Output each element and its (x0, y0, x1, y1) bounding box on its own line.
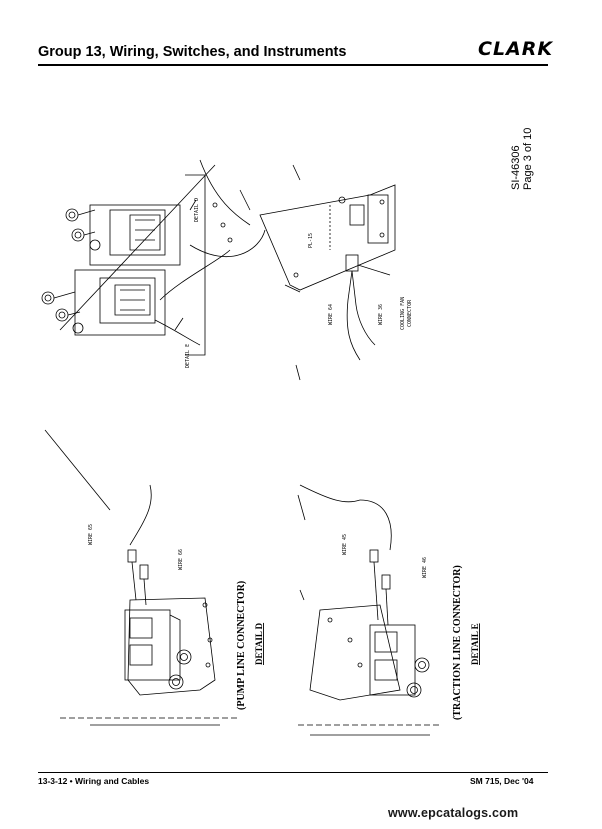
caption-traction-line: (TRACTION LINE CONNECTOR) (452, 565, 463, 720)
label-cooling-fan: COOLING FAN (400, 297, 406, 330)
contactor-assembly-top (41, 159, 266, 356)
caption-pump-line: (PUMP LINE CONNECTOR) (236, 581, 247, 710)
label-pl-15: PL-15 (308, 233, 314, 248)
cooling-fan-bracket (212, 164, 396, 381)
footer-manual-id: SM 715, Dec '04 (470, 776, 534, 786)
label-wire-64: WIRE 64 (328, 304, 334, 325)
page-title: Group 13, Wiring, Switches, and Instrume… (38, 44, 347, 60)
label-connector: CONNECTOR (407, 299, 413, 327)
caption-detail-d: DETAIL D (254, 622, 264, 665)
label-wire-46: WIRE 46 (422, 557, 428, 578)
footer-section: 13-3-12 • Wiring and Cables (38, 776, 150, 786)
label-wire-65: WIRE 65 (88, 524, 94, 545)
footer-rule (38, 772, 548, 773)
traction-line-connector (297, 484, 440, 736)
label-detail-e-top: DETAIL E (185, 344, 191, 368)
watermark-link[interactable]: www.epcatalogs.com (388, 806, 519, 820)
label-wire-45: WIRE 45 (342, 534, 348, 555)
header-rule (38, 64, 548, 66)
clark-logo: CLARK (478, 38, 554, 60)
label-wire-66: WIRE 66 (178, 549, 184, 570)
caption-detail-e: DETAIL E (470, 623, 480, 665)
pump-line-connector (44, 429, 240, 726)
label-detail-d-top: DETAIL D (194, 198, 200, 222)
label-wire-36: WIRE 36 (378, 304, 384, 325)
